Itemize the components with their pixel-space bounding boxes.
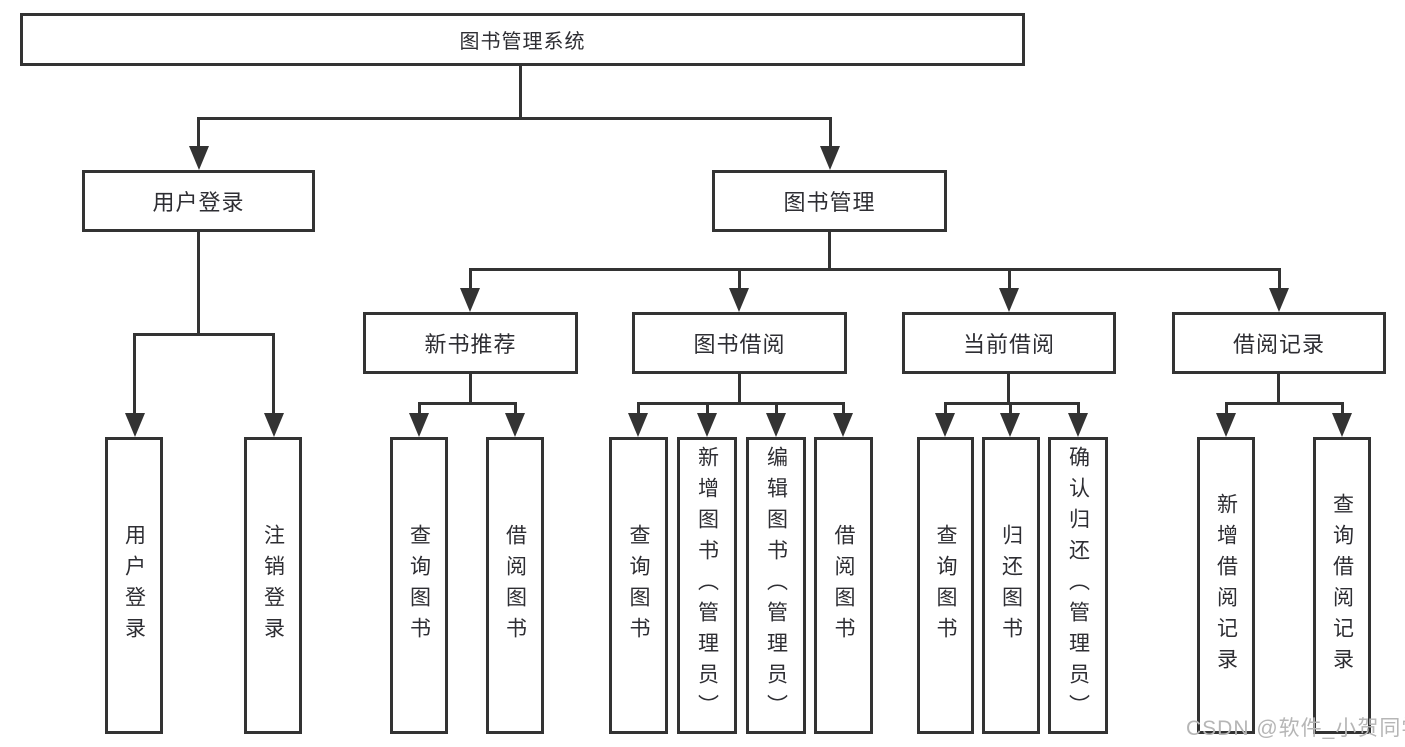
leaf-label: 归还图书 xyxy=(999,523,1023,648)
leaf-user-login: 用户登录 xyxy=(105,437,163,734)
arrow-down-icon xyxy=(409,413,429,437)
connector-line xyxy=(133,336,136,415)
leaf-add-books-admin: 新增图书（管理员） xyxy=(677,437,737,734)
node-root: 图书管理系统 xyxy=(20,13,1025,66)
arrow-down-icon xyxy=(999,288,1019,312)
arrow-down-icon xyxy=(505,413,525,437)
node-book-management: 图书管理 xyxy=(712,170,947,232)
node-new-book-recommend: 新书推荐 xyxy=(363,312,578,374)
leaf-borrow-books: 借阅图书 xyxy=(486,437,544,734)
arrow-down-icon xyxy=(264,413,284,437)
leaf-label: 借阅图书 xyxy=(832,523,855,648)
connector-line xyxy=(706,405,709,415)
node-user-login: 用户登录 xyxy=(82,170,315,232)
node-book-borrow: 图书借阅 xyxy=(632,312,847,374)
leaf-label: 借阅图书 xyxy=(503,523,527,648)
leaf-label: 查询借阅记录 xyxy=(1330,492,1354,679)
leaf-label: 用户登录 xyxy=(122,523,146,648)
leaf-label: 新增图书（管理员） xyxy=(695,446,719,725)
connector-line xyxy=(829,120,832,148)
connector-line xyxy=(637,405,640,415)
leaf-label: 查询图书 xyxy=(934,523,957,648)
leaf-return-books: 归还图书 xyxy=(982,437,1040,734)
connector-line xyxy=(944,405,947,415)
watermark: CSDN @软件_小贺同学 xyxy=(1186,717,1405,740)
connector-line xyxy=(469,271,472,290)
connector-line xyxy=(944,402,1080,405)
leaf-edit-books-admin: 编辑图书（管理员） xyxy=(746,437,806,734)
connector-line xyxy=(1277,374,1280,405)
arrow-down-icon xyxy=(1000,413,1020,437)
node-current-borrow: 当前借阅 xyxy=(902,312,1116,374)
connector-line xyxy=(514,405,517,415)
arrow-down-icon xyxy=(833,413,853,437)
leaf-borrow-books: 借阅图书 xyxy=(814,437,873,734)
node-borrow-records: 借阅记录 xyxy=(1172,312,1386,374)
connector-line xyxy=(519,66,522,119)
arrow-down-icon xyxy=(1269,288,1289,312)
arrow-down-icon xyxy=(1068,413,1088,437)
leaf-query-books: 查询图书 xyxy=(609,437,668,734)
leaf-query-books: 查询图书 xyxy=(917,437,974,734)
leaf-add-borrow-record: 新增借阅记录 xyxy=(1197,437,1255,734)
connector-line xyxy=(738,374,741,405)
leaf-label: 查询图书 xyxy=(627,523,650,648)
leaf-query-books: 查询图书 xyxy=(390,437,448,734)
arrow-down-icon xyxy=(1216,413,1236,437)
arrow-down-icon xyxy=(766,413,786,437)
connector-line xyxy=(738,271,741,290)
connector-line xyxy=(1278,271,1281,290)
arrow-down-icon xyxy=(820,146,840,170)
connector-line xyxy=(418,405,421,415)
leaf-label: 新增借阅记录 xyxy=(1214,492,1238,679)
leaf-label: 注销登录 xyxy=(261,523,285,648)
arrow-down-icon xyxy=(729,288,749,312)
arrow-down-icon xyxy=(628,413,648,437)
leaf-confirm-return-admin: 确认归还（管理员） xyxy=(1048,437,1108,734)
arrow-down-icon xyxy=(125,413,145,437)
leaf-label: 确认归还（管理员） xyxy=(1066,446,1090,725)
connector-line xyxy=(469,268,1281,271)
connector-line xyxy=(469,374,472,405)
connector-line xyxy=(775,405,778,415)
leaf-logout: 注销登录 xyxy=(244,437,302,734)
leaf-query-borrow-record: 查询借阅记录 xyxy=(1313,437,1371,734)
connector-line xyxy=(828,232,831,269)
connector-line xyxy=(133,333,275,336)
connector-line xyxy=(197,117,832,120)
connector-line xyxy=(1077,405,1080,415)
connector-line xyxy=(1225,405,1228,415)
connector-line xyxy=(1007,374,1010,405)
connector-line xyxy=(272,336,275,415)
connector-line xyxy=(1008,271,1011,290)
leaf-label: 查询图书 xyxy=(407,523,431,648)
connector-line xyxy=(637,402,845,405)
connector-line xyxy=(1341,405,1344,415)
connector-line xyxy=(842,405,845,415)
connector-line xyxy=(197,232,200,336)
arrow-down-icon xyxy=(697,413,717,437)
connector-line xyxy=(197,120,200,148)
connector-line xyxy=(418,402,517,405)
leaf-label: 编辑图书（管理员） xyxy=(764,446,788,725)
arrow-down-icon xyxy=(189,146,209,170)
arrow-down-icon xyxy=(1332,413,1352,437)
connector-line xyxy=(1225,402,1344,405)
arrow-down-icon xyxy=(460,288,480,312)
arrow-down-icon xyxy=(935,413,955,437)
connector-line xyxy=(1009,405,1012,415)
